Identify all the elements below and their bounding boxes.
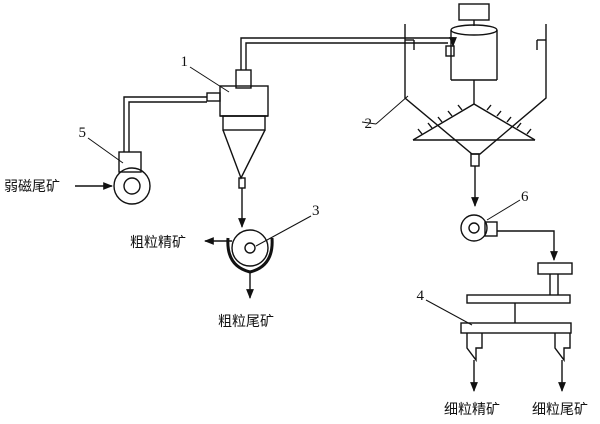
agitation-tank-2 xyxy=(404,3,547,207)
label-coarse-concentrate: 粗粒精矿 xyxy=(130,235,186,251)
magnetic-separator-3 xyxy=(204,229,274,299)
leader-lines xyxy=(87,66,521,326)
overflow-pipe xyxy=(240,37,457,70)
label-fine-concentrate: 细粒精矿 xyxy=(444,402,500,418)
feed-pipe xyxy=(123,96,207,152)
pump-6 xyxy=(460,214,558,261)
label-number-1: 1 xyxy=(181,54,189,70)
pump-5 xyxy=(113,151,151,205)
label-weak-magnetic-tailings: 弱磁尾矿 xyxy=(4,179,60,195)
label-coarse-tailings: 粗粒尾矿 xyxy=(218,314,274,330)
hydrocyclone-1 xyxy=(206,69,269,189)
label-number-5: 5 xyxy=(79,125,87,141)
label-number-6: 6 xyxy=(521,189,529,205)
separator-unit-4 xyxy=(460,262,573,392)
label-number-3: 3 xyxy=(312,203,320,219)
label-fine-tailings: 细粒尾矿 xyxy=(532,402,588,418)
label-number-4: 4 xyxy=(417,288,425,304)
label-number-2: 2 xyxy=(365,116,373,132)
